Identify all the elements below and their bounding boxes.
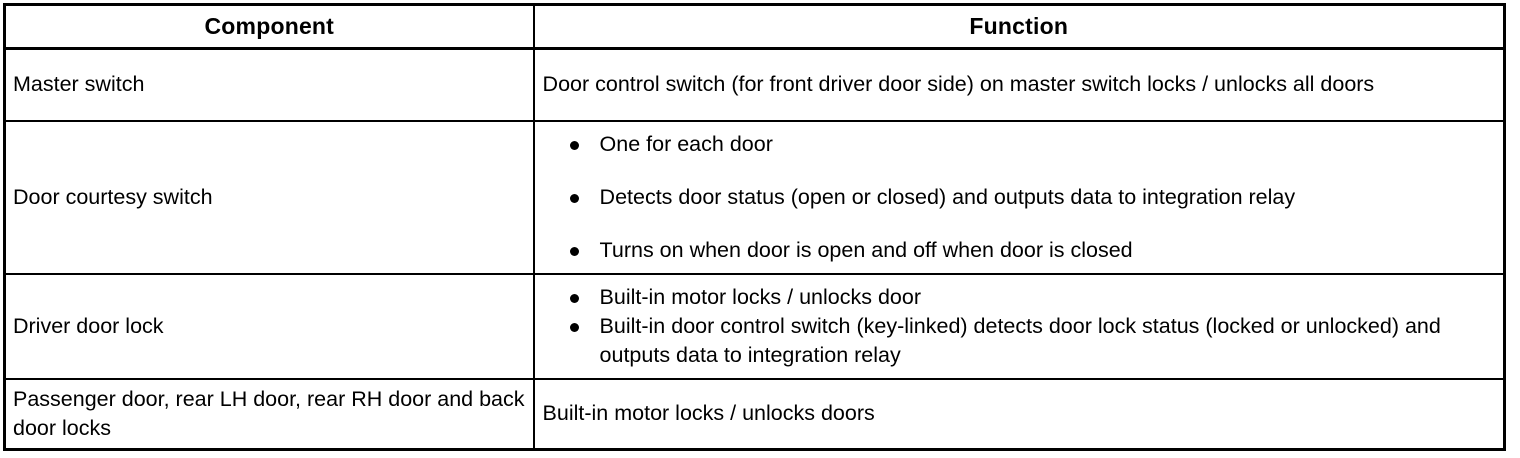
column-header-function: Function xyxy=(533,4,1505,50)
cell-component: Driver door lock xyxy=(4,272,535,379)
bullet-dot-icon xyxy=(569,193,579,203)
cell-function: Built-in motor locks / unlocks door Buil… xyxy=(533,272,1505,379)
cell-function: One for each door Detects door status (o… xyxy=(533,119,1505,274)
cell-component: Door courtesy switch xyxy=(4,119,535,274)
table-body: Master switch Door control switch (for f… xyxy=(4,48,1505,450)
bullet-dot-icon xyxy=(569,246,579,256)
bullet-dot-icon xyxy=(569,140,579,150)
function-text: Door control switch (for front driver do… xyxy=(542,72,1375,97)
list-item: Detects door status (open or closed) and… xyxy=(543,183,1493,212)
function-text: Built-in motor locks / unlocks doors xyxy=(542,401,875,426)
list-item: Turns on when door is open and off when … xyxy=(543,236,1493,265)
cell-component: Passenger door, rear LH door, rear RH do… xyxy=(4,377,535,450)
bullet-text: Turns on when door is open and off when … xyxy=(599,237,1133,262)
list-item: Built-in motor locks / unlocks door xyxy=(543,283,1493,312)
cell-function: Door control switch (for front driver do… xyxy=(534,49,1505,121)
table-row: Driver door lock Built-in motor locks / … xyxy=(4,272,1505,379)
component-function-table: Component Function Master switch Door co… xyxy=(3,3,1506,451)
table-row: Door courtesy switch One for each door D… xyxy=(4,119,1505,274)
list-item: One for each door xyxy=(543,130,1493,159)
bullet-text: Built-in door control switch (key-linked… xyxy=(599,313,1441,367)
table-header-row: Component Function xyxy=(4,4,1505,50)
bullet-text: One for each door xyxy=(599,131,773,156)
table-row: Passenger door, rear LH door, rear RH do… xyxy=(4,377,1505,450)
function-bullet-list: Built-in motor locks / unlocks door Buil… xyxy=(543,283,1493,370)
table-header: Component Function xyxy=(4,4,1505,50)
table-row: Master switch Door control switch (for f… xyxy=(4,48,1505,121)
cell-component: Master switch xyxy=(4,48,535,121)
list-item: Built-in door control switch (key-linked… xyxy=(543,312,1493,370)
function-bullet-list: One for each door Detects door status (o… xyxy=(543,130,1493,265)
bullet-dot-icon xyxy=(569,293,579,303)
cell-function: Built-in motor locks / unlocks doors xyxy=(533,377,1505,450)
column-header-component: Component xyxy=(4,4,535,50)
bullet-dot-icon xyxy=(569,322,579,332)
bullet-text: Detects door status (open or closed) and… xyxy=(599,184,1296,209)
bullet-text: Built-in motor locks / unlocks door xyxy=(599,284,921,309)
